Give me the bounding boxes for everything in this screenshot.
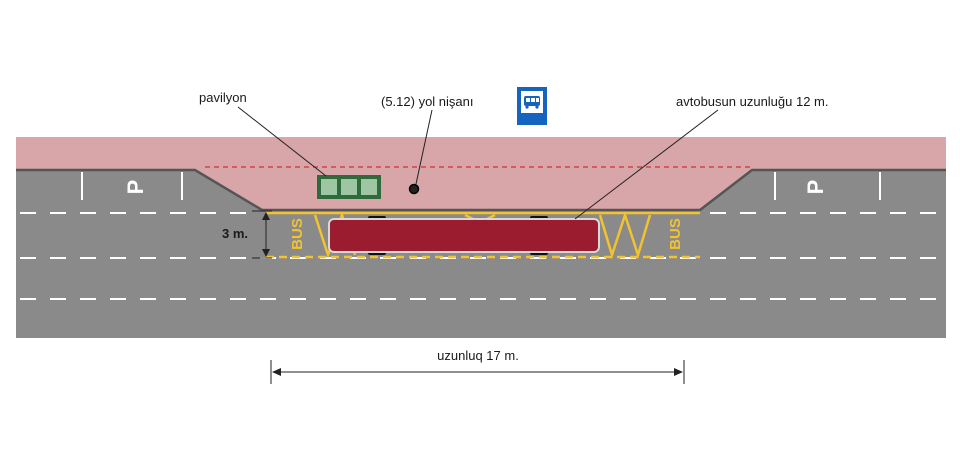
parking-separators <box>81 172 881 200</box>
lane-markings <box>20 212 946 300</box>
bus-marking-right: BUS <box>667 218 684 250</box>
stop-length-label: uzunluq 17 m. <box>437 348 519 363</box>
bus-icon <box>328 216 600 255</box>
curb-line <box>16 168 946 212</box>
bus-stop-sign-icon <box>517 87 547 125</box>
length-dimension <box>270 360 685 384</box>
bus-marking-left: BUS <box>289 218 306 250</box>
leader-lines <box>237 106 719 220</box>
bus-length-label: avtobusun uzunluğu 12 m. <box>676 94 829 109</box>
sign-position-marker <box>408 183 420 195</box>
width-dimension <box>252 210 272 259</box>
parking-label-left: P <box>123 180 148 195</box>
pavilion-label: pavilyon <box>199 90 247 105</box>
stop-width-label: 3 m. <box>222 226 248 241</box>
shelter-icon <box>317 175 381 199</box>
parking-label-right: P <box>803 180 828 195</box>
sidewalk-bay <box>195 170 752 210</box>
road-sign-label: (5.12) yol nişanı <box>381 94 474 109</box>
